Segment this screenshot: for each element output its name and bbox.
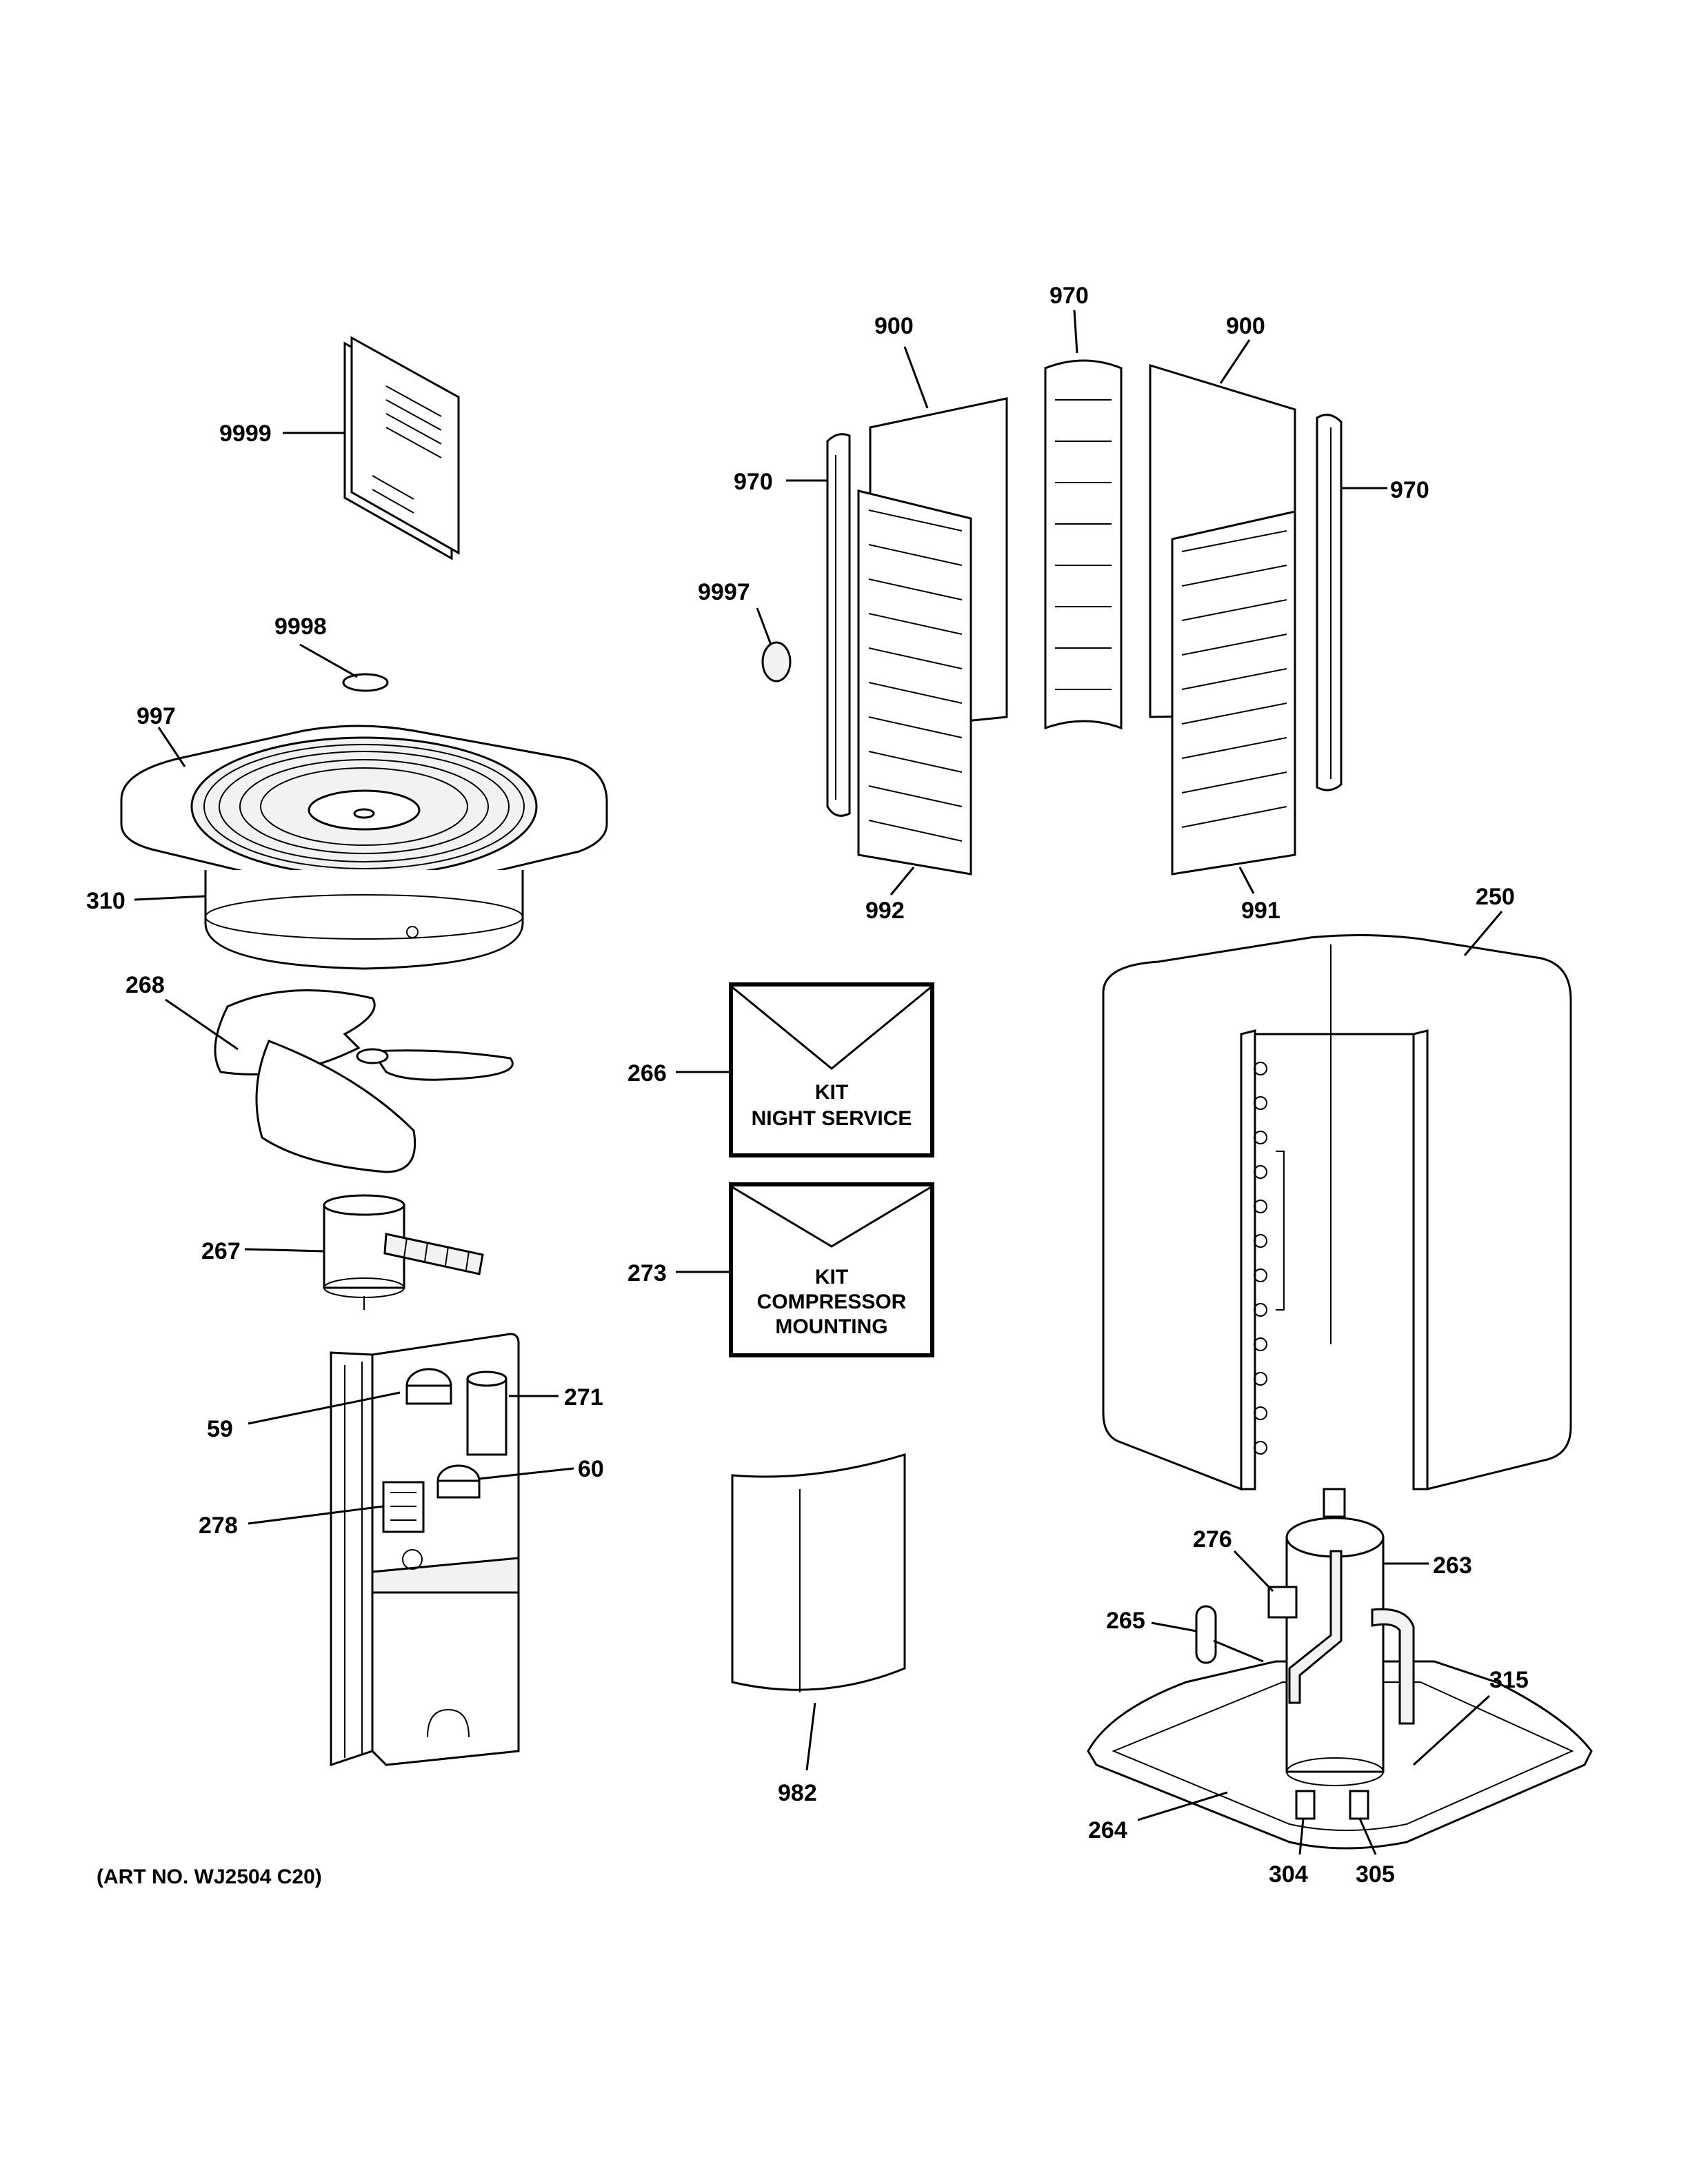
callout-970-right: 970: [1390, 477, 1429, 503]
callout-305: 305: [1356, 1861, 1395, 1888]
fan-motor-part: [323, 1194, 484, 1310]
kit-night-service-line2: NIGHT SERVICE: [752, 1107, 912, 1130]
reversing-solenoid-part: [1267, 1586, 1298, 1619]
callout-271: 271: [564, 1384, 603, 1410]
orifice-ring-part: [204, 870, 524, 970]
callout-265: 265: [1106, 1608, 1145, 1634]
callout-982: 982: [778, 1780, 817, 1806]
kit-compressor-mounting-line2: COMPRESSOR: [757, 1291, 907, 1313]
callout-276: 276: [1193, 1526, 1232, 1553]
corner-post-left-part: [826, 433, 851, 817]
fan-blade-part: [214, 989, 514, 1173]
callout-970-left: 970: [734, 469, 773, 495]
callout-60: 60: [578, 1456, 604, 1482]
callout-304: 304: [1269, 1861, 1308, 1888]
accumulator-part: [1195, 1605, 1264, 1664]
callout-9999: 9999: [219, 421, 272, 447]
callout-59: 59: [207, 1416, 233, 1442]
top-grille-part: [120, 725, 608, 891]
callout-263: 263: [1433, 1553, 1472, 1579]
kit-compressor-mounting-line1: KIT: [815, 1266, 848, 1288]
logo-badge-part: [761, 641, 792, 682]
kit-compressor-mounting-box: KIT COMPRESSOR MOUNTING: [729, 1182, 934, 1357]
callout-310: 310: [86, 888, 125, 914]
callout-264: 264: [1088, 1817, 1127, 1843]
callout-266: 266: [627, 1060, 667, 1086]
callout-997: 997: [137, 703, 176, 729]
service-valves-part: [1295, 1790, 1369, 1820]
callout-250: 250: [1476, 884, 1515, 910]
corner-post-center-part: [1044, 359, 1123, 730]
callout-900-right: 900: [1226, 313, 1265, 339]
callout-278: 278: [199, 1513, 238, 1539]
corner-post-right-part: [1316, 414, 1343, 791]
callout-267: 267: [201, 1238, 241, 1264]
control-panel-part: [330, 1333, 520, 1767]
callout-9997: 9997: [698, 579, 750, 605]
callout-970-top: 970: [1049, 283, 1089, 309]
side-panel-left-part: [857, 397, 1008, 876]
manual-booklet-part: [343, 336, 460, 560]
callout-9998: 9998: [274, 614, 327, 640]
compressor-panel-part: [731, 1453, 906, 1692]
condenser-coil-part: [1102, 933, 1572, 1491]
callout-900-left: 900: [874, 313, 914, 339]
side-panel-right-part: [1149, 363, 1296, 876]
kit-night-service-line1: KIT: [815, 1081, 848, 1104]
decal-part: [342, 673, 389, 692]
kit-compressor-mounting-line3: MOUNTING: [775, 1315, 887, 1338]
callout-315: 315: [1489, 1667, 1529, 1693]
callout-268: 268: [125, 972, 165, 998]
kit-night-service-box: KIT NIGHT SERVICE: [729, 982, 934, 1157]
callout-273: 273: [627, 1260, 667, 1286]
art-number: (ART NO. WJ2504 C20): [97, 1866, 322, 1888]
compressor-part: [1285, 1488, 1415, 1786]
callout-991: 991: [1241, 898, 1280, 924]
callout-992: 992: [865, 898, 905, 924]
